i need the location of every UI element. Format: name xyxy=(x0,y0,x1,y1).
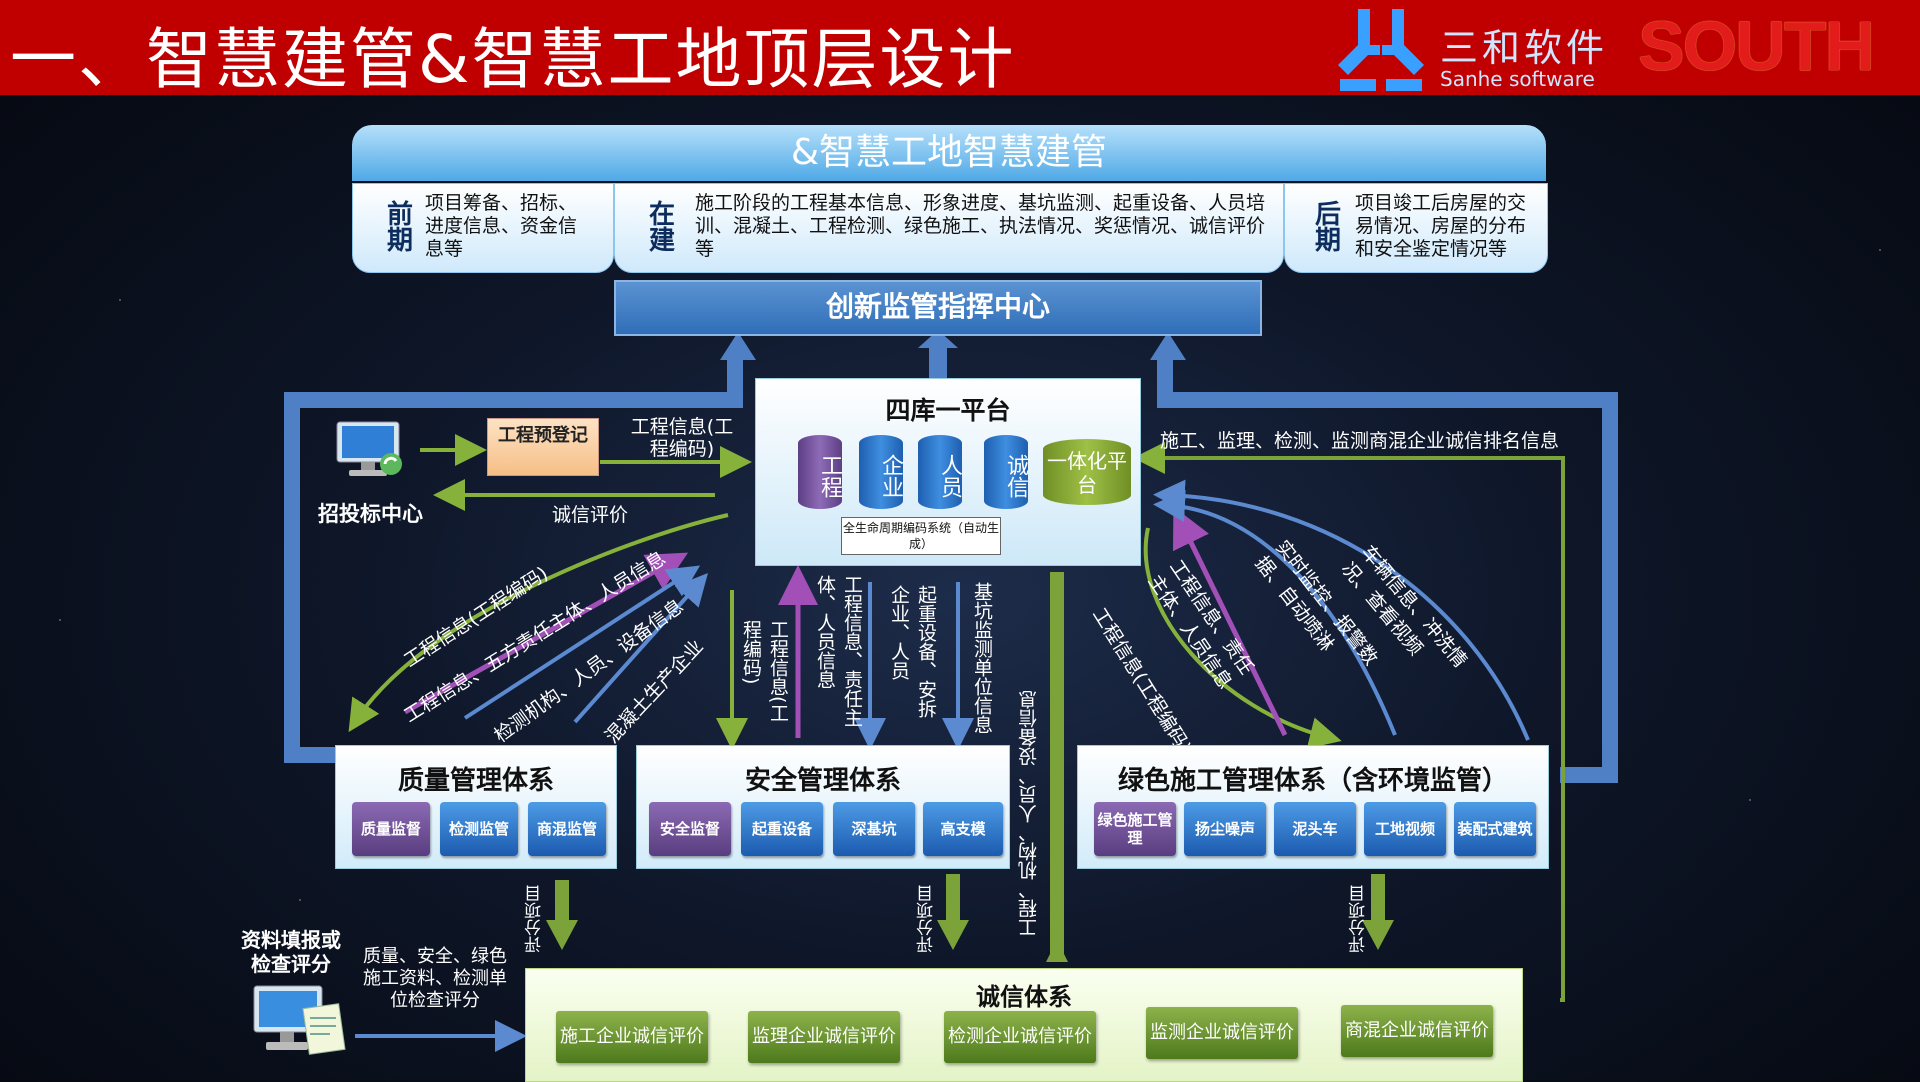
score-label-safety: 评分项目 xyxy=(917,885,937,953)
stage-text-construction: 施工阶段的工程基本信息、形象进度、基坑监测、起重设备、人员培训、混凝土、工程检测… xyxy=(695,192,1266,260)
quality-system-box: 质量管理体系 质量监督 检测监管 商混监管 xyxy=(335,745,617,869)
stage-label-early: 前期 xyxy=(387,200,414,256)
quality-item-testing: 检测监管 xyxy=(440,802,518,856)
stage-label-late: 后期 xyxy=(1315,200,1342,256)
flow-label-s1: 工程信息(工程编码) xyxy=(740,620,789,723)
credit-eval-label: 诚信评价 xyxy=(552,504,629,526)
sanhe-logo-text: 三和软件 xyxy=(1440,26,1609,70)
green-item-video: 工地视频 xyxy=(1364,802,1446,856)
top-title: &智慧工地智慧建管 xyxy=(352,125,1546,181)
flow-label-s2: 工程信息、责任主体、人员信息 xyxy=(814,575,863,727)
credit-item-supervision: 监理企业诚信评价 xyxy=(748,1011,900,1063)
header-bar: 一、智慧建管&智慧工地顶层设计 三和软件 Sanhe software SOUT… xyxy=(0,0,1920,98)
platform-title: 四库一平台 xyxy=(885,396,1011,425)
page-title: 一、智慧建管&智慧工地顶层设计 xyxy=(10,21,1016,98)
credit-system-box: 诚信体系 施工企业诚信评价 监理企业诚信评价 检测企业诚信评价 监测企业诚信评价… xyxy=(525,968,1523,1082)
lifecycle-coding-system: 全生命周期编码系统（自动生成） xyxy=(841,517,1001,555)
stage-panel-late: 后期 项目竣工后房屋的交易情况、房屋的分布和安全鉴定情况等 xyxy=(1284,183,1548,273)
credit-item-monitoring: 监测企业诚信评价 xyxy=(1146,1007,1298,1059)
green-system-box: 绿色施工管理体系（含环境监管） 绿色施工管理 扬尘噪声 泥头车 工地视频 装配式… xyxy=(1077,745,1549,869)
south-logo: SOUTH xyxy=(1638,7,1875,85)
engineering-info-label: 工程信息(工程编码) xyxy=(630,416,734,460)
green-item-management: 绿色施工管理 xyxy=(1094,802,1176,856)
green-item-prefab: 装配式建筑 xyxy=(1454,802,1536,856)
top-overview-box: &智慧工地智慧建管 前期 项目筹备、招标、进度信息、资金信息等 在建 施工阶段的… xyxy=(352,125,1548,273)
quality-system-title: 质量管理体系 xyxy=(397,766,554,796)
safety-system-box: 安全管理体系 安全监督 起重设备 深基坑 高支模 xyxy=(636,745,1010,869)
green-system-title: 绿色施工管理体系（含环境监管） xyxy=(1117,766,1508,796)
flow-label-s4: 基坑监测单位信息 xyxy=(971,582,993,734)
quality-item-concrete: 商混监管 xyxy=(528,802,606,856)
safety-item-lifting: 起重设备 xyxy=(741,802,823,856)
pre-registration-box: 工程预登记 xyxy=(487,418,599,476)
credit-item-concrete: 商混企业诚信评价 xyxy=(1341,1005,1493,1057)
stage-text-early: 项目筹备、招标、进度信息、资金信息等 xyxy=(425,192,578,260)
green-item-dust: 扬尘噪声 xyxy=(1184,802,1266,856)
sanhe-logo-icon xyxy=(1338,9,1424,91)
credit-item-construction: 施工企业诚信评价 xyxy=(556,1011,708,1063)
stage-text-late: 项目竣工后房屋的交易情况、房屋的分布和安全鉴定情况等 xyxy=(1355,192,1527,260)
platform-box: 四库一平台 工程 企业 人员 诚信 一体化平台 全生命周期编码系统（自动生成） xyxy=(755,378,1141,566)
ranking-info-label: 施工、监理、检测、监测商混企业诚信排名信息 xyxy=(1160,430,1560,452)
library-enterprise: 企业 xyxy=(859,435,903,509)
inspection-text: 质量、安全、绿色施工资料、检测单位检查评分 xyxy=(363,946,507,1011)
stage-panel-early: 前期 项目筹备、招标、进度信息、资金信息等 xyxy=(352,183,614,273)
score-label-quality: 评分项目 xyxy=(525,885,545,953)
stage-label-construction: 在建 xyxy=(649,200,676,256)
credit-system-title: 诚信体系 xyxy=(976,983,1072,1011)
command-center: 创新监管指挥中心 xyxy=(614,280,1262,336)
safety-item-formwork: 高支模 xyxy=(923,802,1003,856)
sanhe-logo: 三和软件 Sanhe software xyxy=(1330,5,1620,93)
library-credit: 诚信 xyxy=(984,435,1028,509)
library-personnel: 人员 xyxy=(918,435,962,509)
stage-panel-construction: 在建 施工阶段的工程基本信息、形象进度、基坑监测、起重设备、人员培训、混凝土、工… xyxy=(614,183,1284,273)
safety-system-title: 安全管理体系 xyxy=(744,766,901,796)
sanhe-logo-subtext: Sanhe software xyxy=(1440,67,1595,91)
score-label-green: 评分项目 xyxy=(1349,885,1369,953)
green-item-trucks: 泥头车 xyxy=(1274,802,1356,856)
safety-item-supervision: 安全监督 xyxy=(649,802,731,856)
flow-label-s3: 起重设备、安拆企业、人员 xyxy=(888,585,937,718)
credit-item-testing: 检测企业诚信评价 xyxy=(944,1011,1096,1063)
computer-icon xyxy=(336,421,402,476)
flow-label-credit-up: 工程、机构、人员、设备信息 xyxy=(1018,690,1040,937)
bidding-center-label: 招投标中心 xyxy=(318,502,423,526)
quality-item-supervision: 质量监督 xyxy=(352,802,430,856)
safety-item-pit: 深基坑 xyxy=(833,802,915,856)
inspection-title: 资料填报或检查评分 xyxy=(241,928,341,976)
library-engineering: 工程 xyxy=(798,435,842,509)
inspection-computer-icon xyxy=(253,985,346,1055)
integrated-platform: 一体化平台 xyxy=(1043,439,1131,505)
